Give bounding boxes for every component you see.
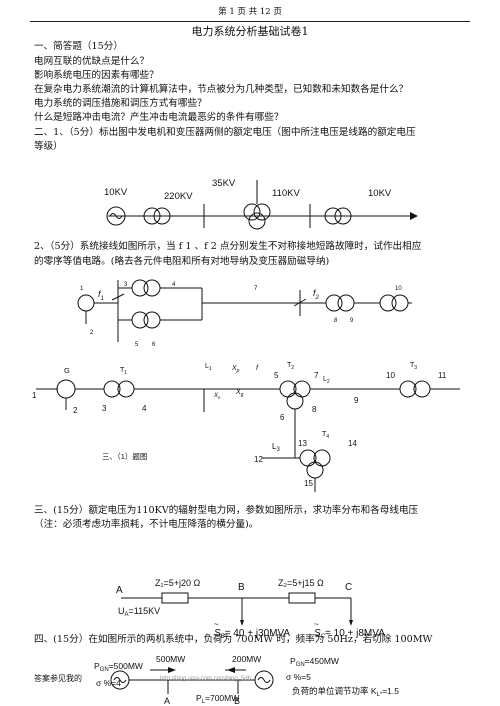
section4-text: 四、(15分）在如图所示的两机系统中，负荷为 700MW 时，频率为 50Hz，… bbox=[34, 634, 433, 645]
power-flow-label: 500MW bbox=[156, 654, 185, 664]
svg-text:14: 14 bbox=[348, 439, 357, 448]
reactance-label: Xp bbox=[231, 365, 240, 374]
svg-text:~: ~ bbox=[214, 620, 219, 629]
fault-label: f bbox=[256, 365, 259, 372]
svg-text:10: 10 bbox=[395, 286, 402, 292]
line-label: L3 bbox=[272, 442, 280, 453]
question-text: 电网互联的优缺点是什么？ bbox=[34, 56, 150, 67]
load-label-b: SB= 40 + j30MVA bbox=[214, 628, 290, 640]
svg-text:1: 1 bbox=[32, 391, 37, 400]
node-label: B bbox=[238, 582, 245, 593]
load-label-c: SC= 10 + j8MVA bbox=[314, 628, 385, 640]
generator-rating-left: PGN=500MW bbox=[94, 661, 143, 673]
svg-text:9: 9 bbox=[354, 396, 359, 405]
svg-text:2: 2 bbox=[73, 406, 78, 415]
reactance-label: Xn bbox=[213, 393, 221, 400]
voltage-value: UA=115KV bbox=[118, 606, 160, 618]
node-label: A bbox=[164, 696, 170, 706]
watermark-text: http://blog.sina.com.cn/s/blog_5db bbox=[160, 676, 252, 682]
zero-sequence-diagram-a bbox=[77, 279, 412, 342]
section2-1-text: 二、1、（5分）标出图中发电机和变压器两侧的额定电压（图中所注电压是线路的额定电… bbox=[34, 127, 416, 138]
svg-text:8: 8 bbox=[334, 318, 338, 324]
svg-text:8: 8 bbox=[312, 405, 317, 414]
question-text: 电力系统的调压措施和调压方式有哪些？ bbox=[34, 98, 207, 109]
section2-1-text: 等级） bbox=[34, 141, 63, 152]
svg-text:5: 5 bbox=[135, 342, 139, 348]
svg-text:12: 12 bbox=[254, 455, 263, 464]
zero-sequence-diagram-b bbox=[36, 379, 460, 492]
svg-text:~: ~ bbox=[314, 620, 319, 629]
question-text: 什么是短路冲击电流？产生冲击电流最恶劣的条件有哪些？ bbox=[34, 112, 284, 123]
node-label: B bbox=[234, 696, 240, 706]
header-rule bbox=[30, 21, 470, 22]
section2-2-text: 2、（5分）系统接线如图所示，当 f 1 、f 2 点分别发生不对称接地短路故障… bbox=[34, 241, 422, 252]
section3-text: 三、(15分）额定电压为110KV的辐射型电力网，参数如图所示，求功率分布和各母… bbox=[34, 505, 419, 516]
question-text: 影响系统电压的因素有哪些？ bbox=[34, 70, 159, 81]
svg-text:7: 7 bbox=[314, 371, 319, 380]
node-labels-b: 1 2 3 4 5 6 7 8 9 10 11 12 13 14 15 bbox=[32, 371, 447, 488]
voltage-label: 10KV bbox=[104, 187, 128, 198]
svg-text:4: 4 bbox=[172, 282, 176, 288]
line-label: L2 bbox=[323, 376, 330, 385]
svg-text:7: 7 bbox=[254, 286, 258, 292]
fault-f2-label: f2 bbox=[313, 288, 320, 301]
svg-text:2: 2 bbox=[90, 330, 94, 336]
power-flow-label: 200MW bbox=[232, 654, 261, 664]
voltage-diagram bbox=[106, 180, 418, 230]
transformer-label: T2 bbox=[287, 362, 294, 371]
section2-2-text: 的零序等值电路。(略去各元件电阻和所有对地导纳及变压器励磁导纳) bbox=[34, 256, 330, 267]
svg-text:9: 9 bbox=[350, 318, 354, 324]
line-label: L1 bbox=[205, 363, 212, 372]
node-labels-a: 1 2 3 4 5 6 7 8 9 10 bbox=[80, 282, 402, 348]
generator-symbol bbox=[106, 206, 126, 226]
voltage-label: 10KV bbox=[368, 188, 392, 199]
voltage-label: 35KV bbox=[212, 178, 236, 189]
footer-note: 答案参见我的 bbox=[34, 674, 82, 683]
droop-right: σ %=5 bbox=[286, 672, 311, 682]
svg-text:5: 5 bbox=[274, 371, 279, 380]
voltage-label: 110KV bbox=[272, 188, 300, 199]
svg-text:1: 1 bbox=[80, 286, 84, 292]
impedance-label: Z₁=5+j20 Ω bbox=[155, 578, 201, 588]
figure-caption: 三、（1）题图 bbox=[102, 452, 147, 461]
load-regulation: 负荷的单位调节功率 KL*=1.5 bbox=[292, 686, 399, 698]
node-label: A bbox=[116, 585, 123, 596]
svg-text:11: 11 bbox=[438, 371, 447, 380]
generator-label: G bbox=[64, 366, 70, 375]
svg-text:6: 6 bbox=[152, 342, 156, 348]
svg-text:13: 13 bbox=[298, 439, 307, 448]
svg-text:10: 10 bbox=[386, 371, 395, 380]
svg-text:4: 4 bbox=[142, 404, 147, 413]
transformer-label: T4 bbox=[322, 431, 329, 440]
svg-text:15: 15 bbox=[304, 479, 313, 488]
reactance-label: Xg bbox=[235, 389, 244, 398]
node-label: C bbox=[345, 582, 352, 593]
exam-title: 电力系统分析基础试卷1 bbox=[191, 25, 309, 38]
question-text: 在复杂电力系统潮流的计算机算法中，节点被分为几种类型，已知数和未知数各是什么？ bbox=[34, 84, 409, 95]
svg-text:3: 3 bbox=[102, 404, 107, 413]
generator-rating-right: PGN=450MW bbox=[290, 656, 339, 668]
section3-text: （注：必须考虑功率损耗，不计电压降落的横分量)。 bbox=[34, 519, 259, 530]
svg-text:6: 6 bbox=[280, 413, 285, 422]
two-machine-diagram bbox=[110, 670, 274, 694]
radial-network-diagram bbox=[121, 592, 352, 622]
page-header: 第 1 页 共 12 页 bbox=[218, 7, 282, 17]
svg-text:3: 3 bbox=[124, 282, 128, 288]
droop-left: σ %=4 bbox=[96, 678, 121, 688]
fault-f1-label: f1 bbox=[98, 289, 104, 302]
transformer-label: T1 bbox=[120, 367, 127, 376]
impedance-label: Z₂=5+j15 Ω bbox=[278, 578, 324, 588]
load-total: PL=700MW bbox=[196, 693, 239, 705]
section1-heading: 一、简答题（15分） bbox=[34, 41, 123, 52]
voltage-label: 220KV bbox=[164, 191, 193, 202]
transformer-label: T3 bbox=[410, 362, 417, 371]
